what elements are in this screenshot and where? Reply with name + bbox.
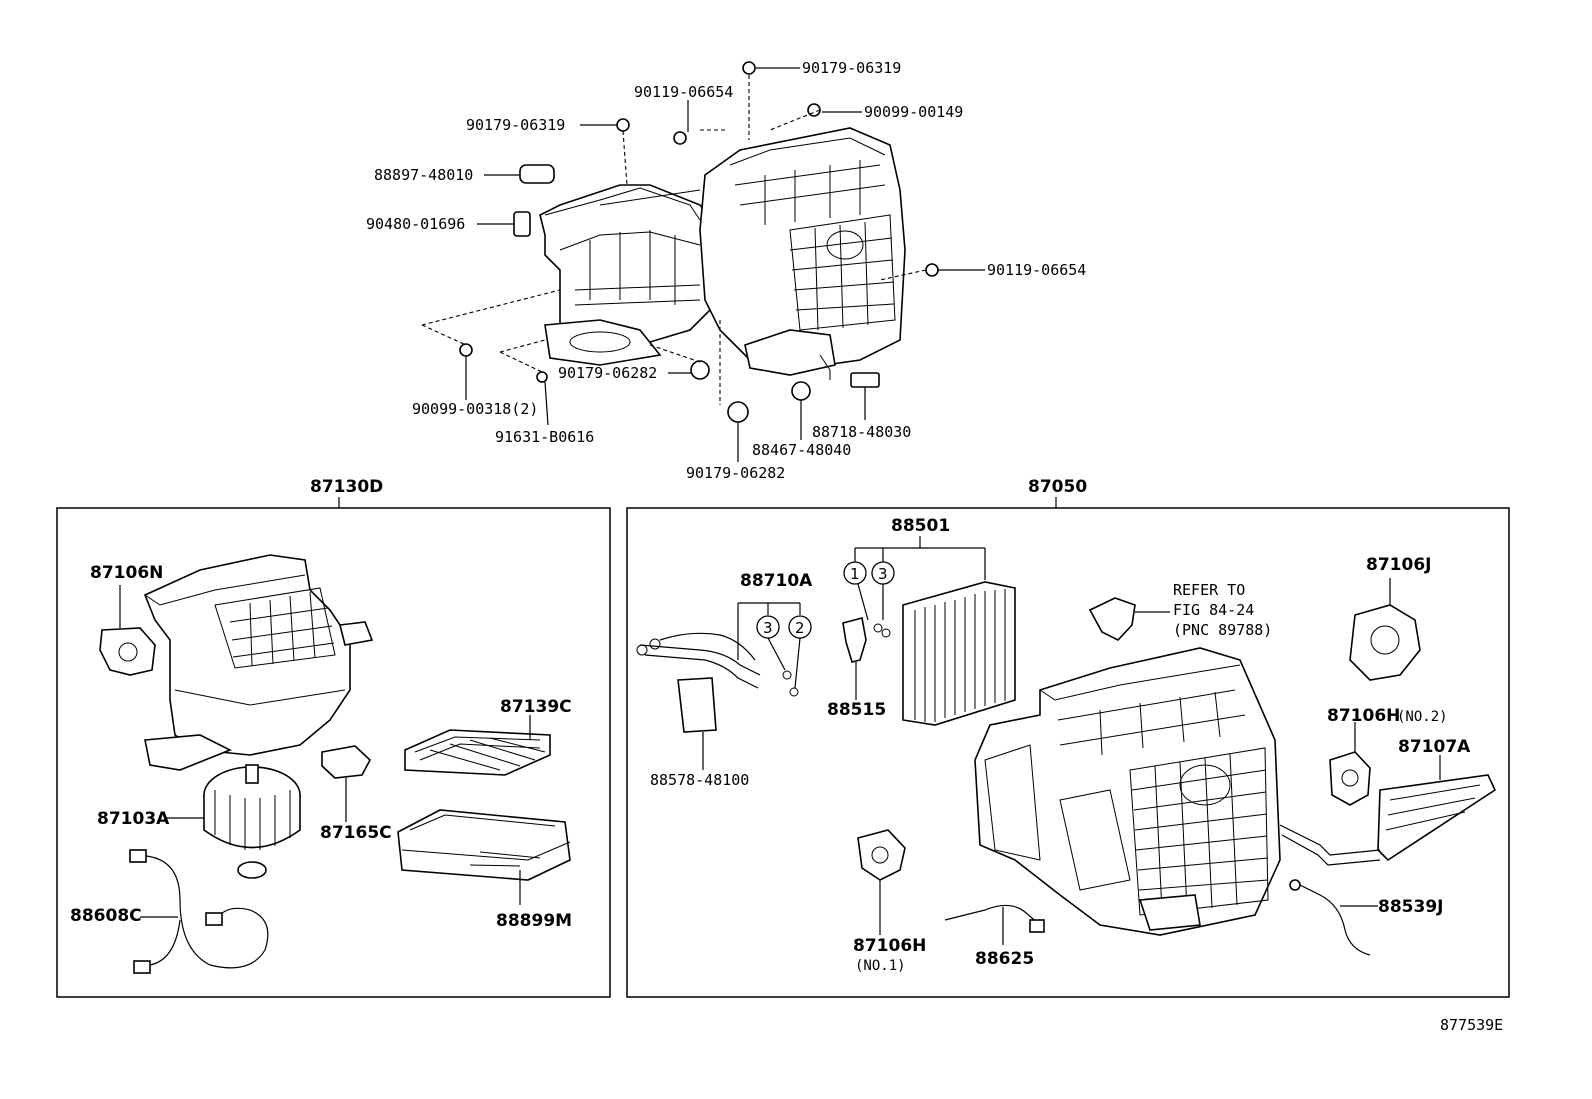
pipe-88710a: 3 2 — [636, 602, 812, 697]
figure-code: 877539E — [1440, 1016, 1503, 1034]
label-88608c: 88608C — [70, 906, 142, 926]
servo-87106h-no1 — [857, 829, 906, 935]
label-88899m: 88899M — [496, 911, 572, 931]
circle-1-evap-text: 1 — [850, 565, 860, 583]
refer-line-1: REFER TO — [1173, 581, 1245, 599]
label-87106h-no2-note: (NO.2) — [1397, 709, 1448, 725]
refer-line-2: FIG 84-24 — [1173, 601, 1254, 619]
circle-3-pipe-text: 3 — [763, 619, 773, 637]
sensor-88625 — [944, 904, 1045, 945]
resistor-87165c — [321, 745, 371, 822]
left-box-frame — [56, 507, 611, 998]
label-90480-01696: 90480-01696 — [366, 215, 465, 233]
left-box-title: 87130D — [310, 477, 383, 497]
right-box-title: 87050 — [1028, 477, 1087, 497]
label-87103a: 87103A — [97, 809, 170, 829]
circle-2-pipe-text: 2 — [795, 619, 805, 637]
label-87106n: 87106N — [90, 563, 163, 583]
label-90179-06319-left: 90179-06319 — [466, 116, 565, 134]
label-88578-48100: 88578-48100 — [650, 771, 749, 789]
label-90099-00149: 90099-00149 — [864, 103, 963, 121]
label-90099-00318: 90099-00318(2) — [412, 400, 538, 418]
top-hvac-case — [699, 127, 906, 380]
servo-87106j — [1349, 578, 1421, 681]
servo-87106h-no2 — [1329, 722, 1371, 806]
right-box-frame — [626, 507, 1510, 998]
valve-88515 — [842, 617, 867, 700]
label-87106j: 87106J — [1366, 555, 1431, 575]
left-box-87130d: 87130D — [56, 477, 611, 998]
circle-1-evap — [843, 561, 867, 585]
label-88539j: 88539J — [1378, 897, 1443, 917]
label-88710a: 88710A — [740, 571, 813, 591]
label-87107a: 87107A — [1398, 737, 1471, 757]
hvac-case-main — [974, 647, 1281, 936]
motor-87103a — [165, 764, 301, 879]
top-blower-housing — [539, 184, 721, 366]
tray-88899m — [397, 809, 571, 905]
circle-3-evap-text: 3 — [878, 565, 888, 583]
label-90179-06319-top: 90179-06319 — [802, 59, 901, 77]
top-leader-lines — [421, 67, 985, 462]
label-88718-48030: 88718-48030 — [812, 423, 911, 441]
pad-88578-48100 — [677, 677, 717, 770]
label-88625: 88625 — [975, 949, 1034, 969]
top-assembly: 90179-06319 90119-06654 90099-00149 9017… — [366, 59, 1086, 482]
right-box-87050: 87050 1 3 — [626, 477, 1510, 998]
label-87106h-no1-note: (NO.1) — [855, 958, 906, 974]
label-90119-06654-right: 90119-06654 — [987, 261, 1086, 279]
label-88501: 88501 — [891, 516, 950, 536]
label-88897-48010: 88897-48010 — [374, 166, 473, 184]
evaporator-88501: 1 3 — [843, 536, 1016, 726]
label-87106h-no2: 87106H — [1327, 706, 1400, 726]
bracket-refer — [1088, 597, 1170, 641]
label-87165c: 87165C — [320, 823, 392, 843]
filter-87139c — [404, 715, 551, 776]
label-88467-48040: 88467-48040 — [752, 441, 851, 459]
refer-line-3: (PNC 89788) — [1173, 621, 1272, 639]
label-90179-06282-bottom: 90179-06282 — [686, 464, 785, 482]
label-90179-06282-mid: 90179-06282 — [558, 364, 657, 382]
heater-core-87107a — [1279, 755, 1497, 866]
label-90119-06654-top: 90119-06654 — [634, 83, 733, 101]
sensor-88539j — [1289, 879, 1378, 956]
label-87106h-no1: 87106H — [853, 936, 926, 956]
harness-88608c — [129, 849, 269, 974]
label-87139c: 87139C — [500, 697, 572, 717]
label-88515: 88515 — [827, 700, 886, 720]
blower-unit — [143, 554, 374, 771]
label-91631-b0616: 91631-B0616 — [495, 428, 594, 446]
servo-87106n — [99, 585, 156, 676]
